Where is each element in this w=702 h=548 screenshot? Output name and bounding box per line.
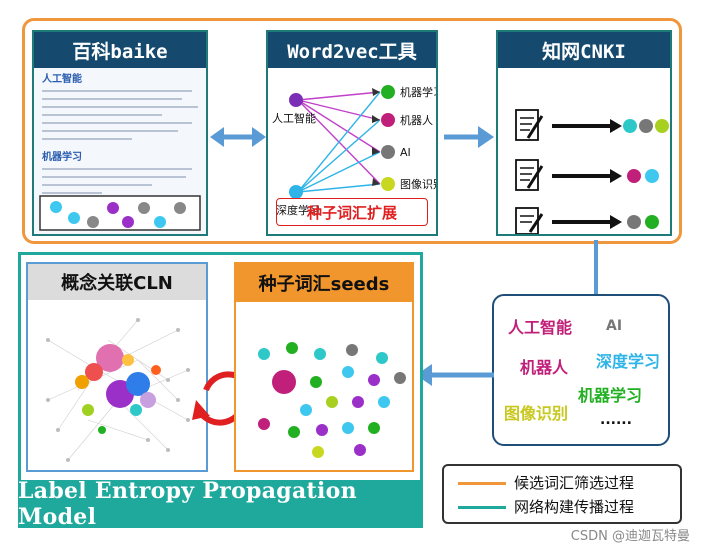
word-ai: AI <box>606 318 623 334</box>
cnki-diagram <box>515 109 669 234</box>
word-robot: 机器人 <box>520 358 569 377</box>
legend: 候选词汇筛选过程 网络构建传播过程 <box>442 464 682 524</box>
w2v-right-3: 图像识别 <box>400 178 436 191</box>
word2vec-cnki-arrow <box>444 126 494 148</box>
baike-heading-ml: 机器学习 <box>42 150 82 163</box>
w2v-left-1: 深度学习 <box>276 203 320 217</box>
word2vec-title: Word2vec工具 <box>268 32 436 68</box>
seed-dots <box>258 342 406 458</box>
node-robot <box>381 113 395 127</box>
word-image: 图像识别 <box>504 404 569 423</box>
word2vec-panel: Word2vec工具 人工智能 深度学习 机器学习 机器人 AI 图 <box>266 30 438 236</box>
word-deep-learning: 深度学习 <box>596 352 661 371</box>
watermark: CSDN @迪迦瓦特曼 <box>570 529 690 544</box>
word-ml: 机器学习 <box>578 386 643 405</box>
legend-teal-line <box>458 506 506 509</box>
baike-title: 百科baike <box>34 32 206 68</box>
baike-word2vec-double-arrow <box>210 127 266 147</box>
node-dl-left <box>289 185 303 199</box>
legend-label-filter: 候选词汇筛选过程 <box>514 474 635 492</box>
candidate-words-box: 人工智能 AI 机器人 深度学习 机器学习 图像识别 ...... <box>492 294 670 446</box>
w2v-left-0: 人工智能 <box>272 111 316 125</box>
legend-label-network: 网络构建传播过程 <box>514 498 635 516</box>
word2vec-diagram: 人工智能 深度学习 机器学习 机器人 AI 图像识别 <box>272 85 436 217</box>
baike-document: 人工智能 机器学习 <box>34 68 206 234</box>
w2v-right-0: 机器学习 <box>400 85 436 99</box>
cnki-title: 知网CNKI <box>498 32 670 68</box>
node-ml <box>381 85 395 99</box>
baike-heading-ai: 人工智能 <box>42 72 82 85</box>
node-ai-left <box>289 93 303 107</box>
label-entropy-banner: Label Entropy Propagation Model <box>18 478 423 530</box>
cln-network <box>46 318 190 462</box>
seeds-title: 种子词汇seeds <box>236 264 412 302</box>
node-image <box>381 177 395 191</box>
words-to-seeds-arrow <box>416 364 494 386</box>
cln-panel: 概念关联CLN <box>26 262 208 472</box>
candidate-filter-frame <box>22 18 682 244</box>
w2v-right-2: AI <box>400 146 411 159</box>
w2v-right-1: 机器人 <box>400 113 433 127</box>
cnki-panel: 知网CNKI <box>496 30 672 236</box>
word-ellipsis: ...... <box>600 412 632 428</box>
legend-orange-line <box>458 482 506 485</box>
cln-title: 概念关联CLN <box>28 264 206 300</box>
cnki-to-words-line <box>594 240 598 296</box>
seed-expand-label: 种子词汇扩展 <box>276 198 428 226</box>
node-ai <box>381 145 395 159</box>
baike-panel: 百科baike 人工智能 机器学习 <box>32 30 208 236</box>
word-ai-cn: 人工智能 <box>508 318 573 337</box>
seeds-panel: 种子词汇seeds <box>234 262 414 472</box>
baike-word-dots <box>50 201 186 228</box>
